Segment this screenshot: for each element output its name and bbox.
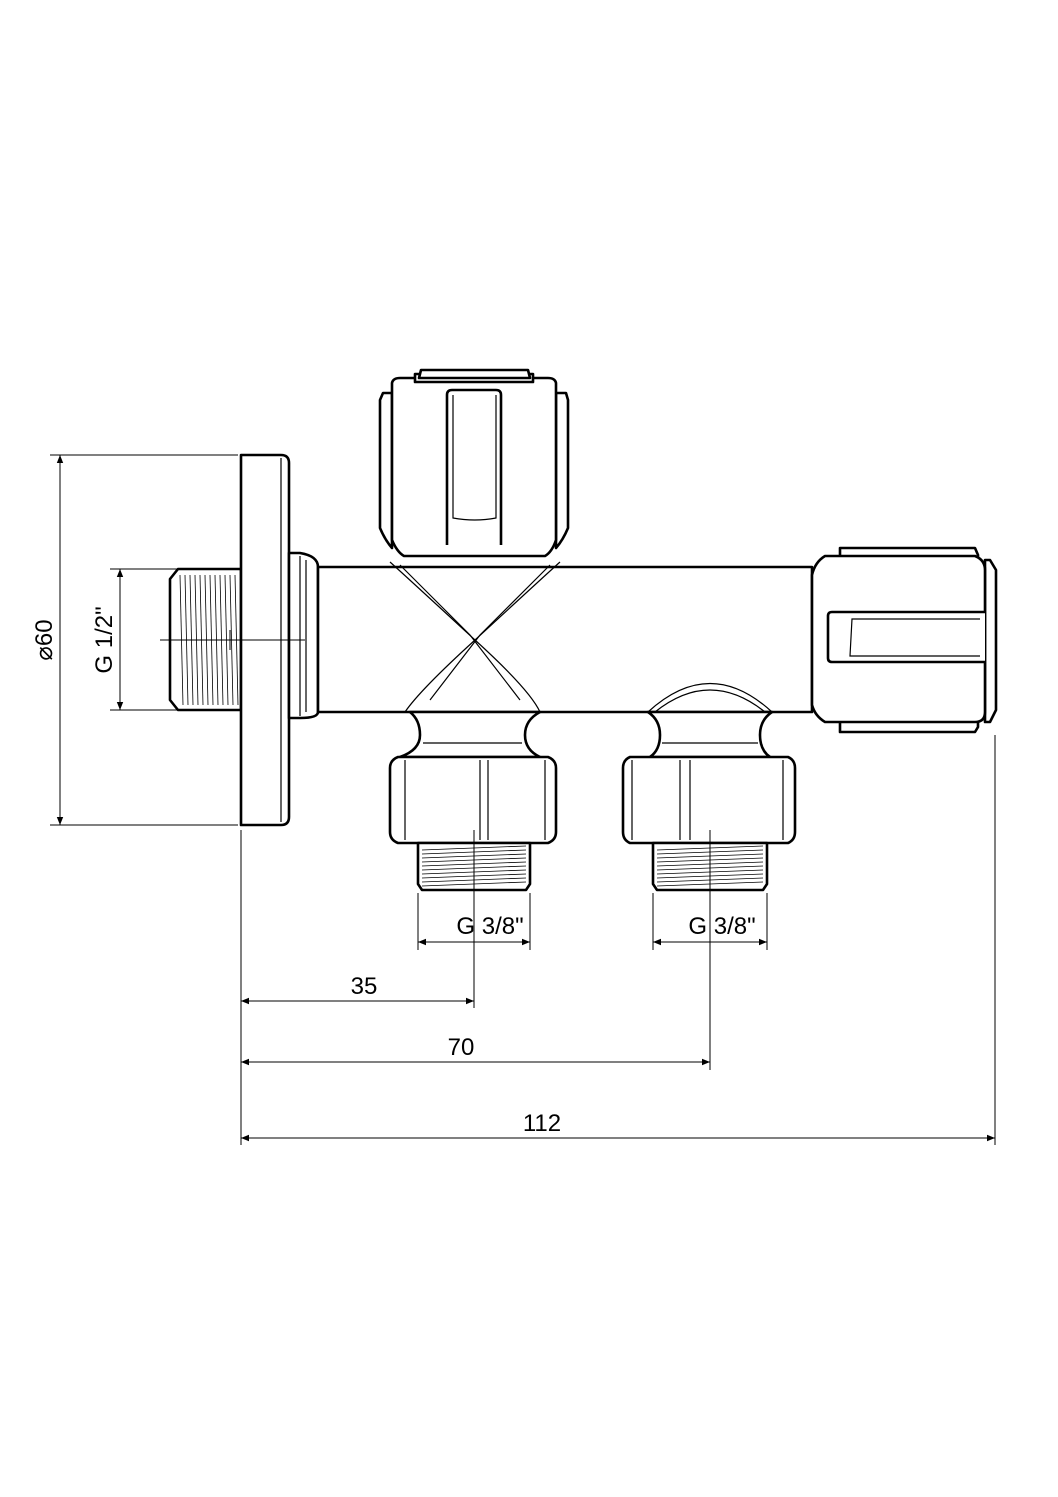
diameter-label: ⌀60: [31, 619, 58, 660]
left-outlet-nut: [388, 755, 558, 845]
dimension-112-label: 112: [523, 1110, 561, 1137]
left-outlet-thread-label: G 3/8": [456, 913, 523, 940]
inlet-neck: [287, 551, 320, 720]
top-valve-handle[interactable]: [378, 368, 570, 558]
right-outlet-thread-label: G 3/8": [688, 913, 755, 940]
dimension-70-label: 70: [448, 1034, 475, 1061]
valve-body: [316, 565, 814, 714]
intersection-lines: [389, 561, 773, 713]
dimension-lines: [56, 455, 995, 1142]
right-outlet: [621, 710, 797, 892]
inlet-thread-label: G 1/2": [91, 606, 118, 673]
right-outlet-nut: [621, 755, 797, 845]
centerlines: [160, 630, 711, 1070]
dimension-35-label: 35: [351, 973, 378, 1000]
left-outlet: [388, 710, 558, 892]
right-valve-handle[interactable]: [810, 546, 998, 734]
